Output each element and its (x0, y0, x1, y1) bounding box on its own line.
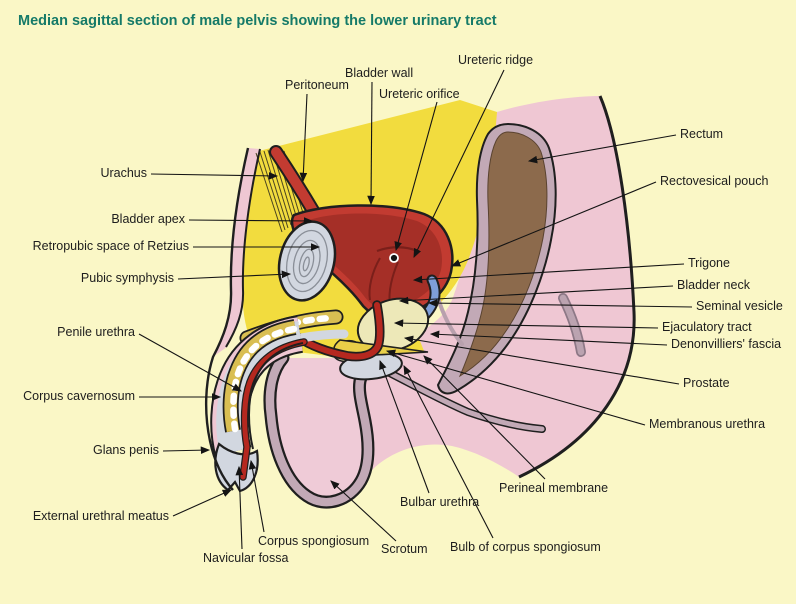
label-seminal-vesicle: Seminal vesicle (696, 299, 783, 313)
label-peritoneum: Peritoneum (285, 78, 349, 92)
leader-lines (138, 69, 693, 550)
body-outlines (204, 95, 636, 491)
posterior-urethra-path (295, 300, 385, 362)
label-ureteric-ridge: Ureteric ridge (458, 53, 534, 67)
label-ureteric-orifice: Ureteric orifice (379, 87, 460, 101)
urachus-band (269, 145, 322, 221)
scrotum-shape (263, 351, 546, 509)
label-denonvilliers-fascia: Denonvilliers' fascia (671, 337, 782, 351)
label-urachus: Urachus (100, 166, 147, 180)
label-retropubic-space: Retropubic space of Retzius (32, 239, 189, 253)
label-bladder-neck: Bladder neck (677, 278, 750, 292)
label-rectum: Rectum (680, 127, 724, 141)
penis-shaft (210, 315, 304, 457)
label-navicular-fossa: Navicular fossa (203, 551, 289, 565)
label-membranous-urethra: Membranous urethra (649, 417, 766, 431)
label-trigone: Trigone (688, 256, 730, 270)
penile-urethra-path (239, 338, 308, 481)
label-rectovesical-pouch: Rectovesical pouch (660, 174, 769, 188)
label-corpus-spongiosum: Corpus spongiosum (258, 534, 370, 548)
label-ejaculatory-tract: Ejaculatory tract (662, 320, 752, 334)
label-bulbar-urethra: Bulbar urethra (400, 495, 480, 509)
page-title: Median sagittal section of male pelvis s… (18, 13, 497, 29)
label-bladder-wall: Bladder wall (345, 66, 414, 80)
label-scrotum: Scrotum (381, 542, 428, 556)
rectum-shape (435, 122, 586, 395)
label-perineal-membrane: Perineal membrane (499, 481, 609, 495)
label-external-urethral-meatus: External urethral meatus (32, 509, 169, 523)
ureteric-orifice-dot (389, 253, 399, 263)
label-glans-penis: Glans penis (92, 443, 159, 457)
label-corpus-cavernosum: Corpus cavernosum (23, 389, 135, 403)
glans-shape (214, 442, 259, 493)
label-bulb-of-corpus-spongiosum: Bulb of corpus spongiosum (450, 540, 601, 554)
label-bladder-apex: Bladder apex (111, 212, 185, 226)
label-pubic-symphysis: Pubic symphysis (80, 271, 174, 285)
label-penile-urethra: Penile urethra (57, 325, 135, 339)
label-prostate: Prostate (683, 376, 730, 390)
pubic-symphysis-shape (277, 220, 337, 302)
